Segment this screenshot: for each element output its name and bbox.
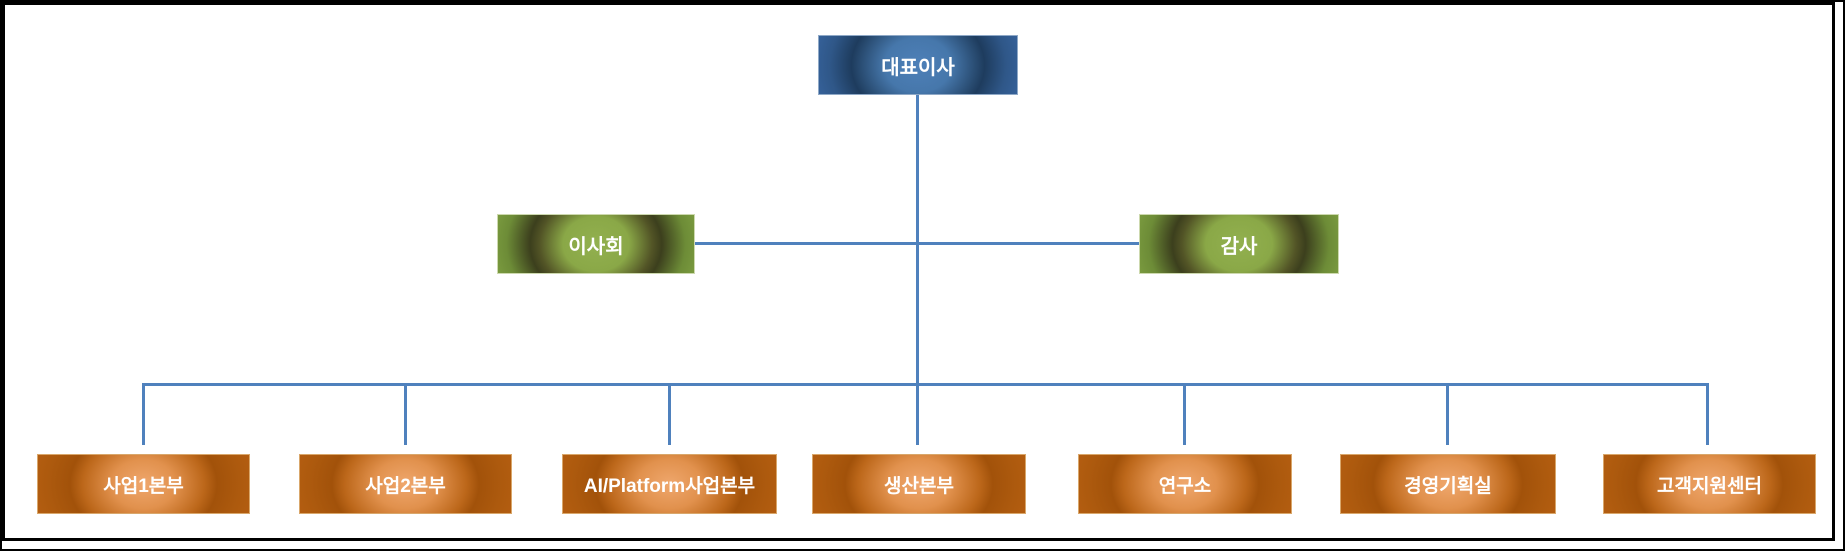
node-dept-production: 생산본부 [812, 454, 1026, 514]
connector-departments-horizontal [142, 383, 1709, 386]
node-board-label: 이사회 [568, 235, 624, 258]
node-dept-planning: 경영기획실 [1340, 454, 1556, 514]
node-dept-label: 연구소 [1158, 475, 1212, 497]
connector-drop-dept-1 [142, 383, 145, 445]
node-auditor: 감사 [1139, 214, 1339, 274]
connector-board-auditor [695, 242, 1139, 245]
node-dept-ai-platform: AI/Platform사업본부 [562, 454, 777, 514]
node-dept-customer-support: 고객지원센터 [1603, 454, 1816, 514]
node-ceo: 대표이사 [818, 35, 1018, 95]
connector-drop-dept-3 [668, 383, 671, 445]
node-dept-label: AI/Platform사업본부 [583, 475, 756, 497]
connector-drop-dept-2 [404, 383, 407, 445]
node-board: 이사회 [497, 214, 695, 274]
node-dept-label: 생산본부 [884, 475, 954, 497]
connector-drop-dept-5 [1183, 383, 1186, 445]
node-ceo-label: 대표이사 [881, 56, 955, 79]
connector-drop-dept-7 [1706, 383, 1709, 445]
node-dept-label: 사업1본부 [103, 475, 184, 497]
node-dept-research: 연구소 [1078, 454, 1292, 514]
node-dept-label: 사업2본부 [365, 475, 446, 497]
node-dept-business2: 사업2본부 [299, 454, 512, 514]
node-dept-label: 경영기획실 [1404, 475, 1492, 497]
node-dept-business1: 사업1본부 [37, 454, 250, 514]
node-auditor-label: 감사 [1220, 235, 1258, 258]
connector-drop-dept-6 [1446, 383, 1449, 445]
connector-ceo-vertical [916, 95, 919, 445]
node-dept-label: 고객지원센터 [1657, 475, 1762, 497]
